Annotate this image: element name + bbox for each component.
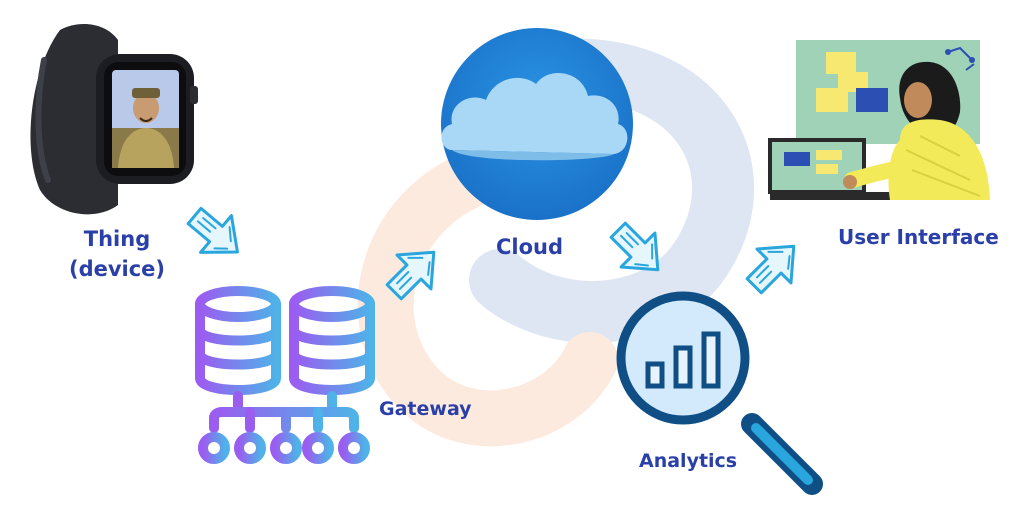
magnifier-chart-icon — [616, 291, 823, 495]
flow-arrow-icon — [735, 227, 813, 305]
person-laptop-icon — [768, 40, 990, 200]
analytics-label: Analytics — [639, 450, 738, 472]
thing-label-line1: Thing — [83, 227, 151, 251]
flow-arrow-icon — [177, 196, 255, 272]
gateway-label: Gateway — [379, 398, 472, 420]
cloud-icon — [441, 28, 633, 220]
thing-label-line2: (device) — [68, 257, 166, 281]
watermark-logo — [357, 38, 755, 447]
database-gateway-icon — [195, 286, 375, 464]
cloud-label: Cloud — [496, 235, 564, 259]
smartwatch-icon — [30, 24, 198, 215]
user-interface-label: User Interface — [838, 225, 999, 249]
thing-device-label: Thing (device) — [58, 224, 176, 284]
